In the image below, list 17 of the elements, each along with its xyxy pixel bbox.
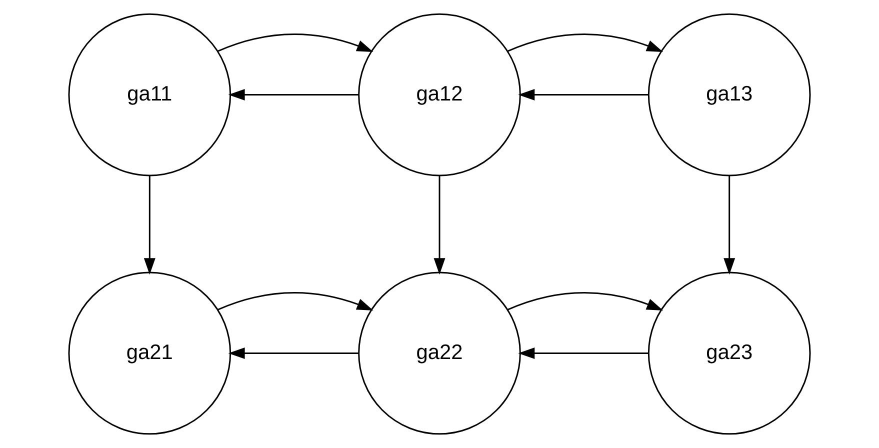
arrow bbox=[724, 176, 736, 275]
arrow bbox=[518, 347, 649, 359]
arrow bbox=[228, 347, 359, 359]
node-circle: ga13 bbox=[648, 13, 811, 176]
arrow bbox=[228, 89, 359, 101]
arrow bbox=[508, 292, 664, 310]
arrow bbox=[508, 34, 664, 52]
node-circle: ga22 bbox=[358, 272, 521, 435]
node-circle: ga12 bbox=[358, 13, 521, 176]
node-circle: ga21 bbox=[68, 272, 232, 435]
node-circle: ga23 bbox=[648, 272, 811, 435]
arrow bbox=[518, 89, 649, 101]
arrow bbox=[434, 176, 446, 275]
node-circle: ga11 bbox=[68, 13, 232, 176]
arrow bbox=[144, 176, 156, 275]
arrow bbox=[218, 292, 374, 310]
arrow bbox=[218, 34, 374, 52]
